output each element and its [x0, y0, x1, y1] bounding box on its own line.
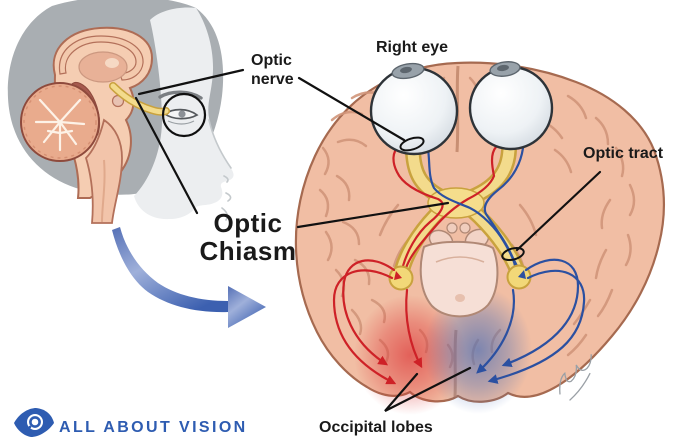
- nerve-ring-annotation: [399, 136, 425, 152]
- cord-line: [101, 159, 106, 223]
- thalamus: [78, 51, 128, 83]
- face-feature-lines: [208, 119, 232, 221]
- eyebrow: [158, 90, 203, 100]
- arbor-vitae: [34, 98, 86, 152]
- curved-arrow-icon: [112, 227, 266, 328]
- optic-chiasm-label-line1: Optic: [213, 208, 283, 238]
- optic-nerve-label-line2: nerve: [251, 71, 294, 88]
- optic-chiasm-line-to-inset: [134, 96, 199, 215]
- occipital-lobes-label: Occipital lobes: [319, 419, 433, 436]
- brain-midline-section: [20, 26, 170, 224]
- lower-lid-line: [167, 120, 195, 125]
- optic-nerve-line-to-brain: [297, 76, 406, 142]
- eye-icon: [14, 408, 54, 437]
- optic-radiations: [332, 258, 586, 385]
- optic-nerve-label: Optic nerve: [251, 51, 294, 89]
- logo-wordmark: ALL ABOUT VISION: [59, 419, 248, 436]
- pointer-lines: [134, 68, 602, 412]
- inferior-brain-view: [294, 61, 665, 415]
- eye-circle-annotation: [161, 92, 207, 138]
- left-eyeball: [468, 65, 554, 151]
- artist-signature: [559, 354, 592, 401]
- left-cornea-center: [497, 64, 509, 72]
- brainstem-inferior: [419, 222, 499, 318]
- right-eye-label: Right eye: [376, 39, 449, 56]
- occipital-lobes-lines: [384, 366, 472, 412]
- right-eyeball: [369, 66, 459, 156]
- optic-chiasm-line-to-brain: [296, 201, 450, 229]
- right-occipital-activation: [424, 286, 532, 414]
- optic-chiasm-label: Optic Chiasm: [180, 209, 316, 265]
- optic-tract-label: Optic tract: [583, 145, 664, 162]
- sagittal-head-inset: [7, 0, 234, 224]
- optic-chiasm-label-line2: Chiasm: [199, 236, 297, 266]
- cerebellum-folia: [23, 85, 97, 159]
- thalamus-highlight: [105, 58, 119, 68]
- face-iris: [178, 110, 186, 118]
- tract-ring-annotation: [501, 246, 525, 262]
- lateral-geniculate-nuclei: [388, 264, 532, 291]
- optic-tract-line: [515, 170, 602, 252]
- optic-nerve-label-line1: Optic: [251, 52, 292, 69]
- optic-nerve-line-to-inset: [137, 68, 245, 96]
- right-cornea-center: [400, 66, 412, 74]
